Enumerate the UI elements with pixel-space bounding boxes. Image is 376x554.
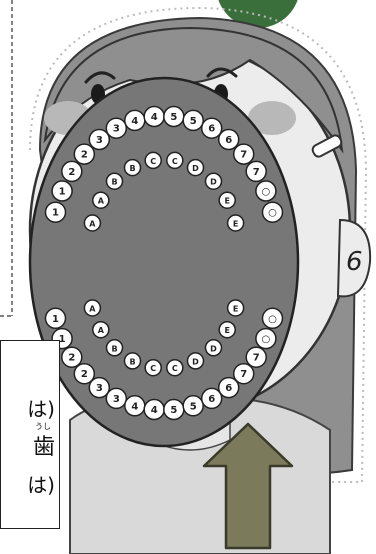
tooth-label: 5 [190, 116, 197, 127]
tooth-label: 4 [151, 112, 158, 123]
tooth-label: 5 [190, 401, 197, 412]
tooth-label: ○ [262, 187, 271, 198]
tooth-label: C [150, 364, 156, 373]
tooth-label: 1 [52, 314, 59, 325]
tooth-label: 5 [170, 405, 177, 416]
caption-box: は) うし 歯 は) [0, 340, 60, 529]
tooth-label: E [224, 326, 229, 335]
tooth-label: B [129, 357, 135, 366]
tooth-label: A [98, 197, 105, 206]
tooth-label: 7 [253, 353, 260, 364]
tooth-label: 4 [151, 405, 158, 416]
tooth-label: 2 [81, 150, 88, 161]
tooth-label: 3 [96, 135, 103, 146]
tooth-label: 3 [113, 394, 120, 405]
caption-line-3: は) [27, 469, 55, 498]
tooth-label: 1 [52, 208, 59, 219]
tooth-label: 3 [96, 383, 103, 394]
tooth-label: 4 [131, 116, 138, 127]
tooth-label: A [89, 305, 96, 314]
tooth-label: E [233, 305, 238, 314]
tooth-label: E [233, 220, 238, 229]
tooth-label: ○ [262, 334, 271, 345]
tooth-label: B [111, 344, 117, 353]
tooth-label: B [111, 178, 117, 187]
caption-line-1: は) [27, 393, 55, 422]
tooth-label: 6 [208, 124, 215, 135]
tooth-label: 7 [240, 150, 247, 161]
tooth-label: 6 [225, 383, 232, 394]
tooth-label: A [89, 220, 96, 229]
tooth-label: ○ [268, 314, 277, 325]
tooth-label: 1 [59, 187, 66, 198]
tooth-label: A [98, 326, 105, 335]
tooth-label: D [192, 357, 199, 366]
tooth-label: B [129, 164, 135, 173]
tooth-label: 7 [240, 369, 247, 380]
age-label: 6 [346, 247, 363, 277]
tooth-label: 2 [81, 369, 88, 380]
tooth-label: D [210, 344, 217, 353]
guide-dashed-line [0, 0, 12, 316]
tooth-label: 5 [170, 112, 177, 123]
tooth-label: ○ [268, 208, 277, 219]
tooth-label: C [172, 364, 178, 373]
tooth-label: 2 [68, 167, 75, 178]
tooth-label: D [210, 178, 217, 187]
tooth-label: E [224, 197, 229, 206]
tooth-label: C [172, 157, 178, 166]
tooth-label: C [150, 157, 156, 166]
tooth-label: 4 [131, 401, 138, 412]
tooth-label: 3 [113, 124, 120, 135]
caption-line-2: 歯 [33, 429, 55, 461]
tooth-label: D [192, 164, 199, 173]
tooth-label: 6 [225, 135, 232, 146]
tooth-label: 2 [68, 353, 75, 364]
tooth-label: 7 [253, 167, 260, 178]
tooth-label: 6 [208, 394, 215, 405]
mouth [30, 78, 298, 446]
